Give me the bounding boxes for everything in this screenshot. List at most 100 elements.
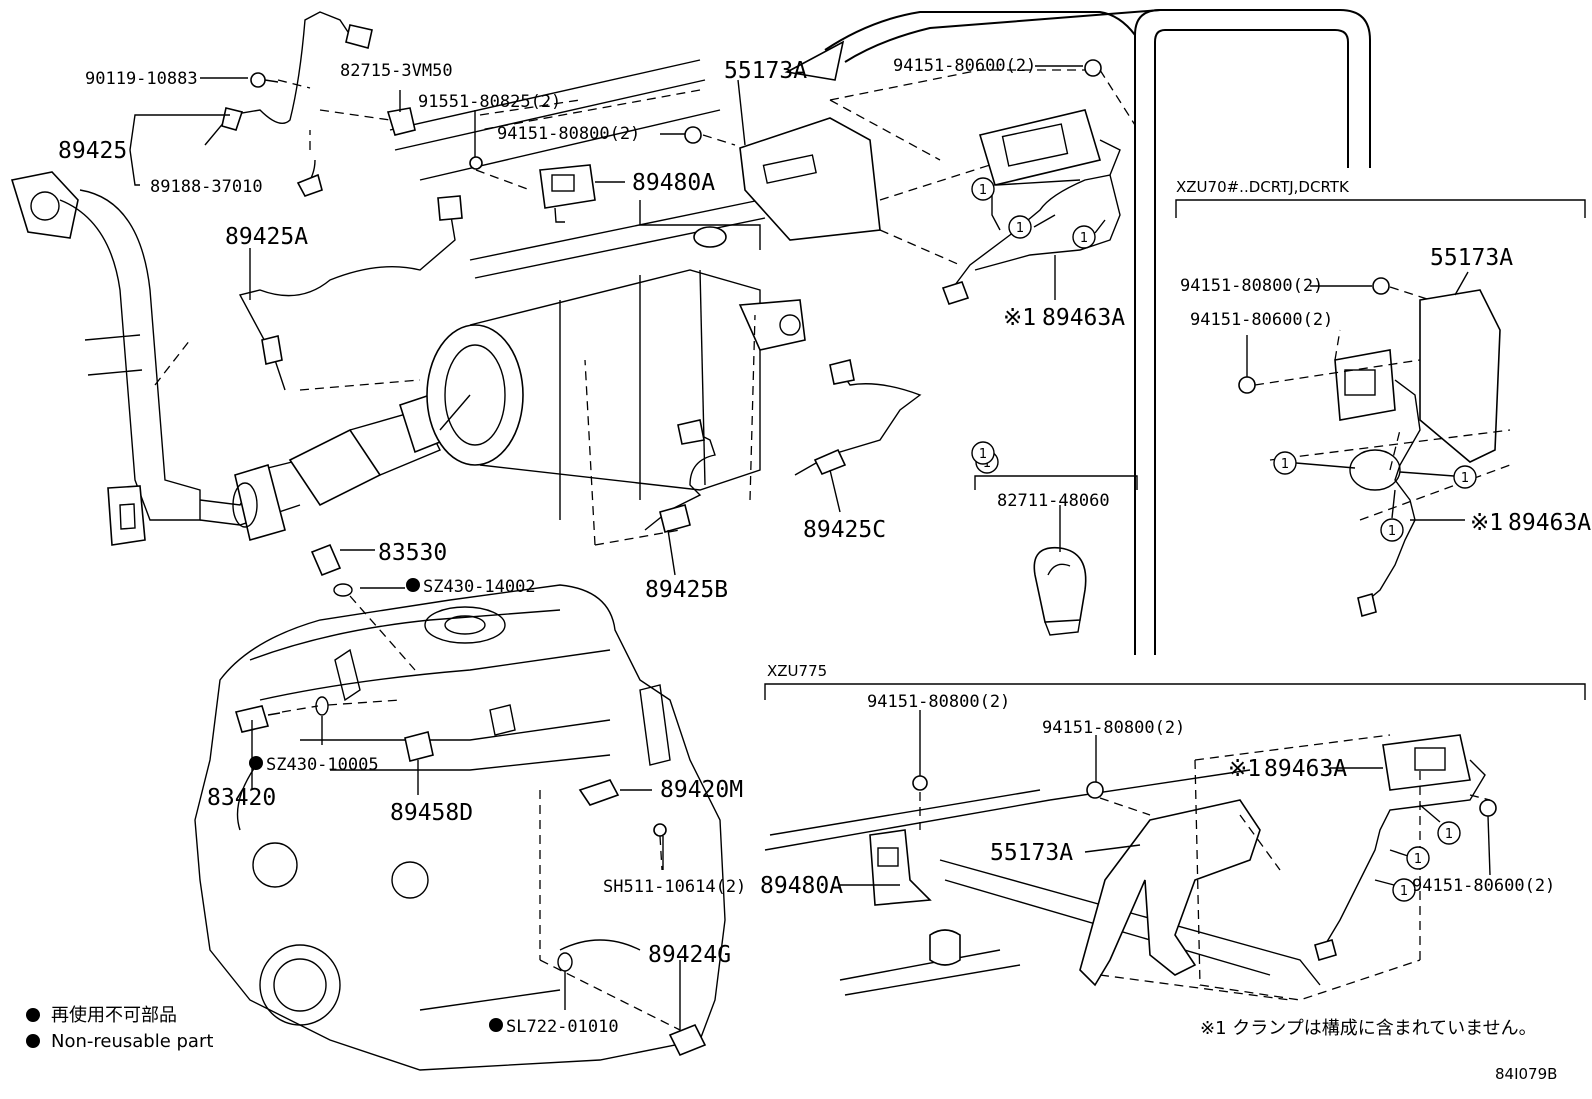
- label-82715-3vm50: 82715-3VM50: [340, 61, 453, 81]
- sensor-83420: [234, 696, 329, 733]
- arrow-head: [784, 40, 845, 81]
- label-89458d: 89458D: [390, 800, 473, 826]
- footnote: ※1 クランプは構成に含まれていません。: [1200, 1018, 1537, 1039]
- section-arrow: [784, 9, 1371, 655]
- sensor-89425B: [644, 419, 716, 533]
- note-mark-bottom: ※1: [1228, 756, 1261, 782]
- label-94151-80600-right: 94151-80600(2): [1190, 310, 1333, 330]
- bracket-55173A-top: [739, 117, 881, 241]
- section-label-right: XZU70#..DCRTJ,DCRTK: [1176, 178, 1350, 196]
- callout-number-82711: 1: [979, 447, 987, 462]
- callout-circle: 1: [1072, 219, 1106, 249]
- svg-text:1: 1: [1445, 827, 1453, 842]
- label-94151-80800-bottom-2: 94151-80800(2): [1042, 718, 1185, 738]
- legend-dot-en: [26, 1034, 40, 1048]
- assembly-lines-engine: [281, 595, 681, 1031]
- sensor-89424G: [557, 952, 707, 1057]
- label-sh511-10614: SH511-10614(2): [603, 877, 746, 897]
- label-89425c: 89425C: [803, 517, 886, 543]
- label-94151-80800-top: 94151-80800(2): [497, 124, 640, 144]
- label-83530: 83530: [378, 540, 447, 566]
- section-bracket-82711: [974, 475, 1138, 490]
- front-exhaust-pipe: [10, 171, 446, 546]
- svg-text:1: 1: [1400, 884, 1408, 899]
- svg-text:1: 1: [1016, 221, 1024, 236]
- sensor-89425: [204, 11, 373, 197]
- label-94151-80600-top: 94151-80600(2): [893, 56, 1036, 76]
- section-bracket-bottom: [764, 683, 1586, 700]
- note-mark-right: ※1: [1470, 510, 1503, 536]
- label-89463a-bottom: 89463A: [1264, 756, 1347, 782]
- label-90119-10883: 90119-10883: [85, 69, 198, 89]
- svg-text:1: 1: [1281, 457, 1289, 472]
- part-labels: 90119-10883 82715-3VM50 89425 89188-3701…: [58, 56, 1591, 1037]
- sensor-89425C: [794, 359, 922, 476]
- callout-circle: 1: [1008, 214, 1056, 239]
- callout-circle: 1: [1419, 804, 1461, 845]
- label-89480a-bottom: 89480A: [760, 873, 843, 899]
- label-89463a-right: 89463A: [1508, 510, 1591, 536]
- label-sz430-14002: SZ430-14002: [423, 577, 536, 597]
- note-mark-top: ※1: [1003, 305, 1036, 331]
- label-82711-48060: 82711-48060: [997, 491, 1110, 511]
- callout-circle: 1: [1374, 878, 1416, 902]
- label-55173a-top: 55173A: [724, 58, 807, 84]
- leader-lines: [129, 65, 1491, 1030]
- nut-94151-80600-top: [1084, 59, 1102, 77]
- figure-id: 84I079B: [1495, 1065, 1557, 1083]
- label-89420m: 89420M: [660, 777, 743, 803]
- engine-block: [194, 584, 726, 1071]
- right-assembly: [1238, 277, 1511, 618]
- callout-circle: 1: [1389, 846, 1430, 870]
- bolt-90119: [250, 72, 279, 88]
- bolt-91551: [469, 156, 531, 191]
- label-89425a: 89425A: [225, 224, 308, 250]
- label-sl722-01010: SL722-01010: [506, 1017, 619, 1037]
- label-89480a-top: 89480A: [632, 170, 715, 196]
- label-89425b: 89425B: [645, 577, 728, 603]
- label-91551-80825: 91551-80825(2): [418, 92, 561, 112]
- label-94151-80800-right: 94151-80800(2): [1180, 276, 1323, 296]
- legend: 再使用不可部品 Non-reusable part: [26, 1005, 213, 1052]
- label-83420: 83420: [207, 785, 276, 811]
- legend-text-jp: 再使用不可部品: [51, 1005, 177, 1026]
- callout-circle: 1: [1273, 451, 1356, 475]
- sensor-89458D: [404, 731, 434, 762]
- svg-text:1: 1: [979, 183, 987, 198]
- label-89463a-top: 89463A: [1042, 305, 1125, 331]
- nut-94151-80800-top: [684, 126, 702, 144]
- bracket-82715: [386, 107, 416, 136]
- label-89424g: 89424G: [648, 942, 731, 968]
- label-89425: 89425: [58, 138, 127, 164]
- bottom-assembly: [764, 734, 1497, 1001]
- legend-dot-jp: [26, 1008, 40, 1022]
- section-bracket-right: [1175, 199, 1586, 218]
- sensor-89420M: [578, 779, 667, 837]
- legend-text-en: Non-reusable part: [51, 1031, 213, 1052]
- section-label-bottom: XZU775: [767, 662, 827, 680]
- muffler-body: [426, 269, 806, 520]
- sensor-83530: [310, 543, 353, 597]
- non-reusable-dot: [249, 756, 263, 770]
- svg-text:1: 1: [1080, 231, 1088, 246]
- callout-circles: 1 1 1 1 1 1 1 1 1 1: [971, 177, 1477, 902]
- callout-circle: 1: [971, 177, 1001, 231]
- frame-rails-top: [389, 59, 766, 279]
- callout-circle: 1: [1380, 489, 1404, 542]
- sensor-89425A: [238, 195, 463, 391]
- label-94151-80600-bottom: 94151-80600(2): [1412, 876, 1555, 896]
- svg-text:1: 1: [1461, 471, 1469, 486]
- clamp-82711-48060: [1033, 546, 1087, 636]
- callout-circle-82711: [971, 441, 995, 465]
- label-89188-37010: 89188-37010: [150, 177, 263, 197]
- label-sz430-10005: SZ430-10005: [266, 755, 379, 775]
- non-reusable-dot: [406, 578, 420, 592]
- sensor-89463A-top: [941, 109, 1121, 305]
- svg-text:1: 1: [1388, 524, 1396, 539]
- assembly-lines-top: [154, 69, 1136, 546]
- non-reusable-dot: [489, 1018, 503, 1032]
- label-55173a-right: 55173A: [1430, 245, 1513, 271]
- label-55173a-bottom: 55173A: [990, 840, 1073, 866]
- svg-text:1: 1: [1414, 852, 1422, 867]
